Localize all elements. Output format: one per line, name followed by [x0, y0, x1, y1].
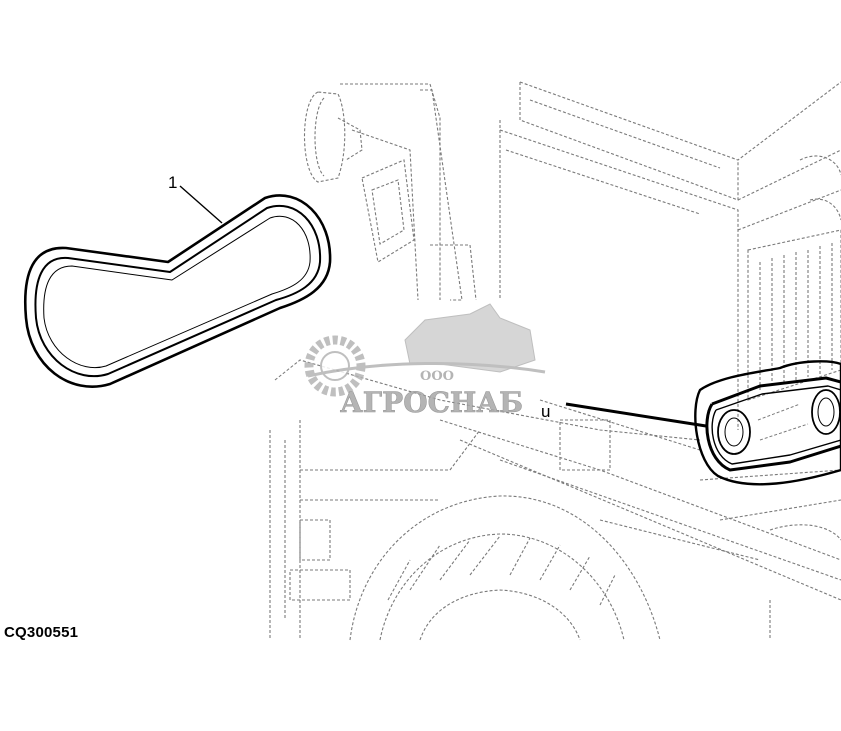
drive-belt: [24, 194, 332, 388]
watermark-logo: ООО АГРОСНАБ: [304, 303, 546, 419]
harvester-sketch: [269, 81, 841, 641]
pulley-left: [717, 409, 751, 455]
callout-leader-line: [179, 185, 223, 224]
installed-belt-pulleys: [694, 360, 841, 486]
pulley-right: [811, 389, 841, 435]
callout-number: 1: [168, 173, 177, 192]
pulley-leader-line: [565, 402, 707, 428]
combine-silhouette-icon: [404, 303, 536, 373]
watermark-prefix: ООО: [420, 369, 454, 384]
figure-id: CQ300551: [4, 624, 79, 641]
stray-label: u: [541, 402, 550, 421]
watermark-brand: АГРОСНАБ: [340, 386, 523, 419]
